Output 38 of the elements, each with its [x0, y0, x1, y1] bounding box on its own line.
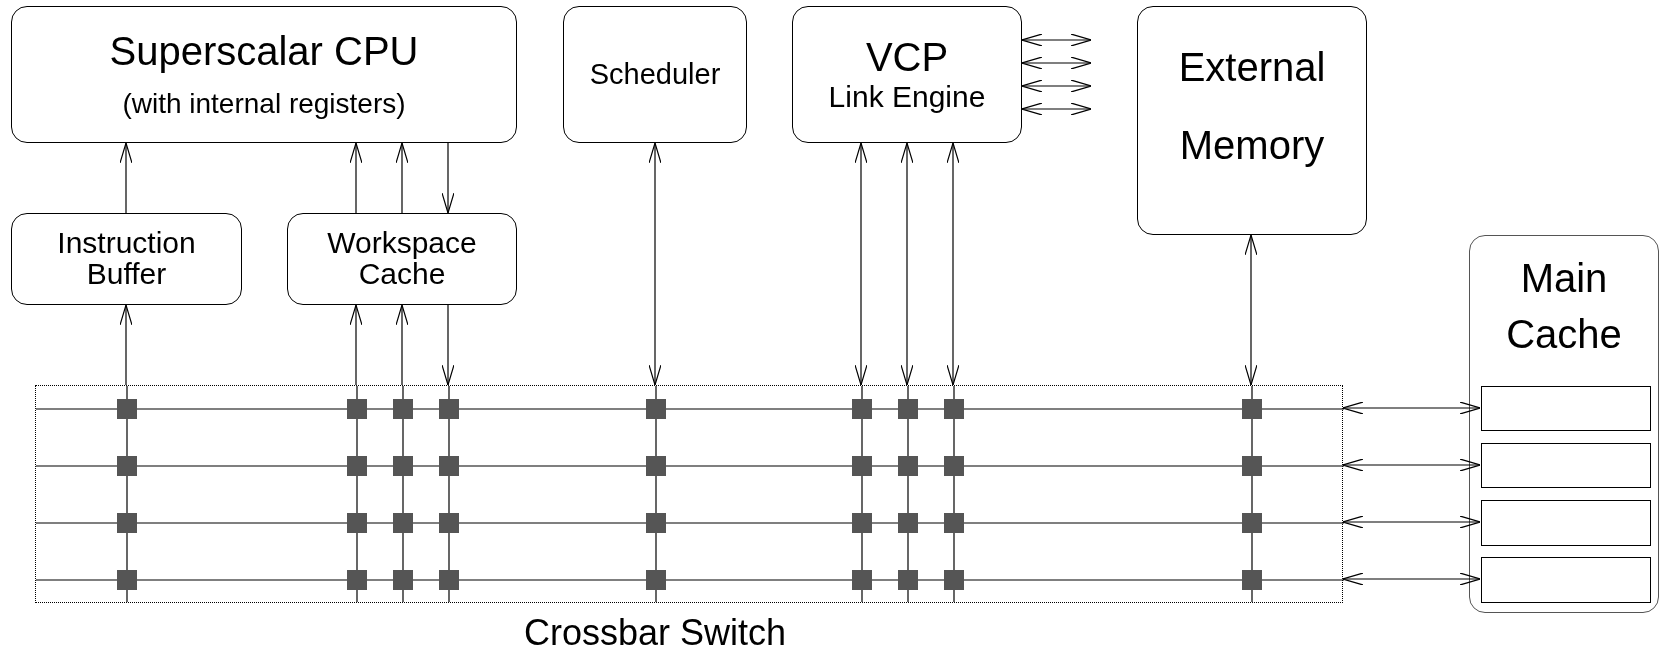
box-title: VCP	[865, 35, 949, 78]
box-title: Instruction Buffer	[56, 228, 197, 290]
double-arrow	[900, 142, 914, 386]
arrow	[349, 142, 363, 214]
double-arrow	[946, 142, 960, 386]
cache-box	[1469, 235, 1659, 613]
process-box	[792, 6, 1022, 143]
arrow	[441, 304, 455, 386]
double-arrow	[1342, 515, 1481, 529]
double-arrow	[648, 142, 662, 386]
arrow	[395, 304, 409, 386]
arrow	[119, 304, 133, 386]
double-arrow	[1342, 458, 1481, 472]
box-title: Workspace Cache	[326, 228, 478, 290]
box-title: Scheduler	[589, 58, 721, 91]
memory-box	[1137, 6, 1367, 235]
box-title: Main Cache	[1505, 255, 1623, 358]
double-arrow	[854, 142, 868, 386]
box-title: External Memory	[1177, 43, 1327, 169]
double-arrow	[1342, 401, 1481, 415]
double-arrow	[1342, 572, 1481, 586]
arrow	[395, 142, 409, 214]
arrow	[119, 142, 133, 214]
process-box	[11, 6, 517, 143]
double-arrow	[1021, 56, 1092, 70]
buffer-box	[287, 213, 517, 305]
box-subtitle: (with internal registers)	[122, 88, 406, 120]
box-title: Superscalar CPU	[109, 29, 419, 74]
double-arrow	[1021, 79, 1092, 93]
arrow	[349, 304, 363, 386]
double-arrow	[1021, 33, 1092, 47]
box-subtitle: Link Engine	[828, 79, 986, 114]
double-arrow	[1021, 102, 1092, 116]
process-box	[563, 6, 747, 143]
box-caption: Crossbar Switch	[523, 612, 787, 654]
double-arrow	[1244, 234, 1258, 386]
buffer-box	[11, 213, 242, 305]
arrow	[441, 142, 455, 214]
